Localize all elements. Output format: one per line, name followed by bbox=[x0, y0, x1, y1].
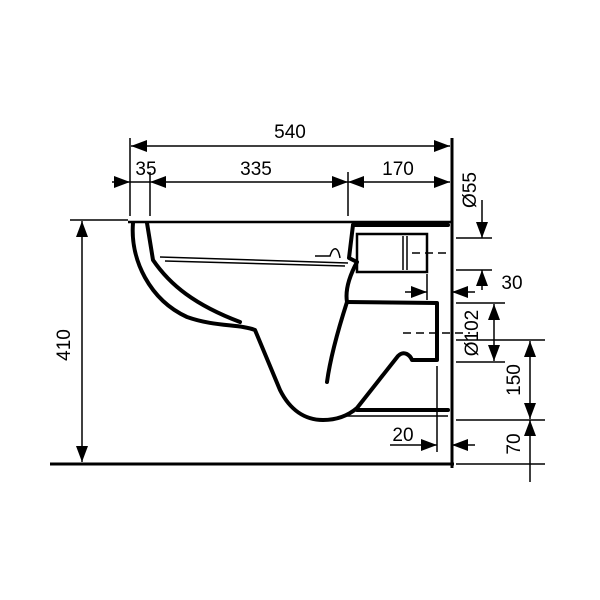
dim-rim-height: 410 bbox=[54, 329, 75, 361]
dim-bowl-depth: 335 bbox=[240, 159, 272, 180]
dim-overall-depth: 540 bbox=[274, 122, 306, 143]
dim-outlet-offset: 20 bbox=[392, 425, 413, 446]
dim-base-height: 70 bbox=[504, 433, 525, 454]
dim-inlet-offset: 30 bbox=[501, 273, 522, 294]
dimension-lines bbox=[76, 140, 536, 482]
dim-inlet-diameter: Ø55 bbox=[460, 172, 481, 208]
dim-outlet-height: 150 bbox=[504, 364, 525, 396]
dim-rear-depth: 170 bbox=[382, 159, 414, 180]
dim-rim-front: 35 bbox=[135, 159, 156, 180]
wc-bowl-outline bbox=[128, 220, 470, 422]
dim-outlet-diameter: Ø102 bbox=[462, 310, 483, 356]
